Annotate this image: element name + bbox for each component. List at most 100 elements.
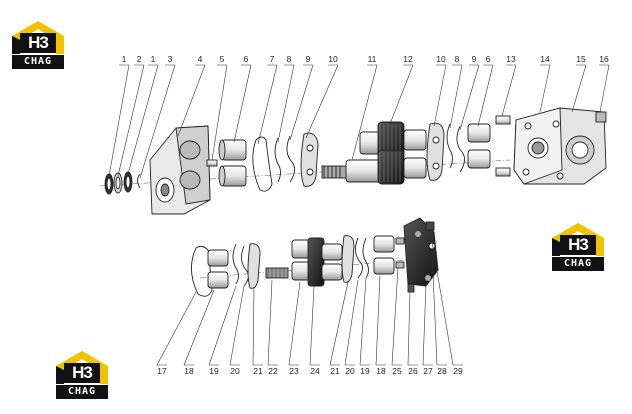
logo-roof-icon — [56, 351, 108, 384]
bottom-leader-20 — [229, 285, 245, 366]
seal-part-20-left — [241, 245, 249, 287]
bushing-part-6-right — [467, 123, 491, 169]
bottom-callout-17: 17 — [157, 366, 167, 376]
bottom-callout-20: 20 — [230, 366, 240, 376]
top-leader-2 — [117, 64, 145, 177]
logo-roof-icon — [12, 21, 64, 54]
seal-part-8 — [274, 137, 281, 183]
top-leader-4 — [177, 64, 206, 137]
top-callout-10: 10 — [328, 54, 338, 64]
plug-part-16 — [595, 111, 607, 123]
top-callout-9: 9 — [306, 54, 311, 64]
wear-plate-part-21-right — [341, 235, 355, 283]
bushing-part-18-left — [207, 249, 229, 289]
pin-part-5 — [206, 159, 218, 167]
top-leader-15 — [571, 64, 587, 113]
bottom-callout-22: 22 — [268, 366, 278, 376]
top-leader-12 — [389, 64, 414, 125]
bushing-part-6-left — [218, 139, 247, 187]
top-leader-6 — [477, 64, 494, 127]
bottom-leader-18 — [183, 289, 215, 366]
bottom-leader-20 — [344, 279, 359, 366]
bottom-callout-29: 29 — [453, 366, 463, 376]
bottom-callout-25: 25 — [392, 366, 402, 376]
logo-mark: H3 — [560, 235, 596, 255]
bushing-part-18-right — [373, 235, 395, 275]
top-leader-1 — [108, 64, 130, 177]
dowel-part-25 — [395, 237, 405, 269]
top-callout-1: 1 — [122, 54, 127, 64]
bottom-callout-21: 21 — [253, 366, 263, 376]
bottom-callout-26: 26 — [408, 366, 418, 376]
bottom-leader-28 — [431, 249, 447, 366]
bottom-leader-27 — [422, 283, 433, 366]
bottom-leader-22 — [267, 279, 278, 366]
seal-part-8-right — [446, 123, 453, 169]
bottom-leader-21 — [252, 287, 263, 366]
o-ring-part-17 — [191, 245, 213, 297]
bottom-leader-23 — [288, 281, 301, 366]
top-callout-5: 5 — [220, 54, 225, 64]
bottom-leader-24 — [309, 285, 320, 366]
bottom-callout-21: 21 — [330, 366, 340, 376]
logo-brand: CHAG — [56, 385, 108, 399]
seal-ring-part-1b — [123, 171, 133, 193]
top-leader-9 — [459, 64, 480, 131]
top-leader-9 — [289, 64, 314, 141]
wear-plate-part-21-left — [247, 243, 261, 289]
wear-plate-part-10-right — [426, 122, 445, 181]
top-callout-10: 10 — [436, 54, 446, 64]
top-callout-11: 11 — [368, 54, 377, 64]
bottom-callout-18: 18 — [376, 366, 386, 376]
top-callout-4: 4 — [198, 54, 203, 64]
top-callout-13: 13 — [506, 54, 516, 64]
bottom-leader-29 — [429, 229, 463, 366]
top-callout-6: 6 — [244, 54, 249, 64]
dowel-part-13 — [495, 115, 511, 177]
top-leader-10 — [433, 64, 447, 127]
seal-part-9-right — [456, 125, 465, 173]
bottom-callout-28: 28 — [437, 366, 447, 376]
top-leader-7 — [257, 64, 278, 145]
logo-mark: H3 — [20, 33, 56, 53]
top-leader-11 — [351, 64, 378, 161]
top-leader-6 — [233, 64, 252, 143]
top-callout-14: 14 — [540, 54, 550, 64]
top-callout-1: 1 — [151, 54, 156, 64]
rear-body-part-14 — [513, 107, 607, 185]
bottom-leader-26 — [407, 291, 418, 366]
coupling-part-22 — [265, 267, 289, 279]
top-callout-15: 15 — [576, 54, 586, 64]
leader-lines — [108, 64, 610, 366]
wear-plate-part-10-left — [300, 132, 319, 187]
top-callout-9: 9 — [472, 54, 477, 64]
top-leader-10 — [305, 64, 339, 139]
seal-part-20-right — [355, 237, 363, 279]
bottom-callout-19: 19 — [209, 366, 219, 376]
bottom-callout-19: 19 — [360, 366, 370, 376]
seal-part-19-right — [362, 237, 369, 279]
logo-roof-icon — [552, 223, 604, 256]
top-leader-13 — [501, 64, 517, 117]
logo-brand: CHAG — [552, 257, 604, 271]
seal-ring-part-2 — [113, 172, 123, 194]
nut-part-29 — [425, 221, 435, 231]
top-callout-8: 8 — [287, 54, 292, 64]
brand-logo-right: H3 CHAG — [550, 222, 606, 274]
bottom-callout-27: 27 — [423, 366, 433, 376]
gear-part-24 — [307, 237, 343, 287]
top-callout-7: 7 — [270, 54, 275, 64]
top-leader-14 — [539, 64, 551, 113]
seal-part-9 — [286, 135, 295, 183]
bottom-leader-19 — [208, 285, 237, 366]
o-ring-part-7 — [252, 136, 273, 192]
bottom-callout-24: 24 — [310, 366, 320, 376]
bottom-leader-17 — [156, 291, 197, 366]
front-cover-part-4 — [149, 125, 211, 215]
top-callout-12: 12 — [403, 54, 413, 64]
gear-pair-part-12 — [377, 121, 427, 185]
bottom-callout-20: 20 — [345, 366, 355, 376]
washer-part-28 — [428, 242, 436, 250]
